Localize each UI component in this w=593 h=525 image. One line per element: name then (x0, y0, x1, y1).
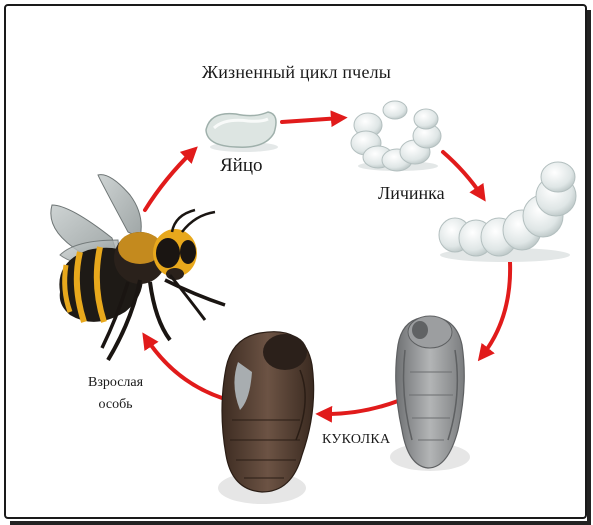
stage-label-pupa: КУКОЛКА (322, 432, 390, 448)
stage-label-adult-line1: Взрослая (88, 372, 143, 394)
egg-illustration (206, 112, 278, 152)
arrow-egg-to-larva (282, 118, 341, 122)
larva-large-illustration (439, 162, 576, 262)
stage-label-adult-line2: особь (88, 394, 143, 416)
arrow-pupa-to-adult (146, 338, 222, 398)
stage-label-adult: Взрослая особь (88, 372, 143, 416)
stage-label-egg: Яйцо (220, 155, 263, 177)
adult-bee-illustration (51, 175, 225, 360)
pupa-brown-illustration (218, 332, 314, 504)
arrow-larva-to-larva2 (443, 152, 482, 196)
arrow-adult-to-egg (145, 151, 193, 210)
pupa-grey-illustration (390, 316, 470, 471)
arrow-larva-to-pupa (482, 262, 510, 356)
stage-label-larva: Личинка (378, 183, 445, 204)
arrow-pupa-to-pupa2 (322, 401, 398, 414)
larva-small-illustration (351, 101, 441, 171)
diagram-title: Жизненный цикл пчелы (0, 62, 593, 83)
